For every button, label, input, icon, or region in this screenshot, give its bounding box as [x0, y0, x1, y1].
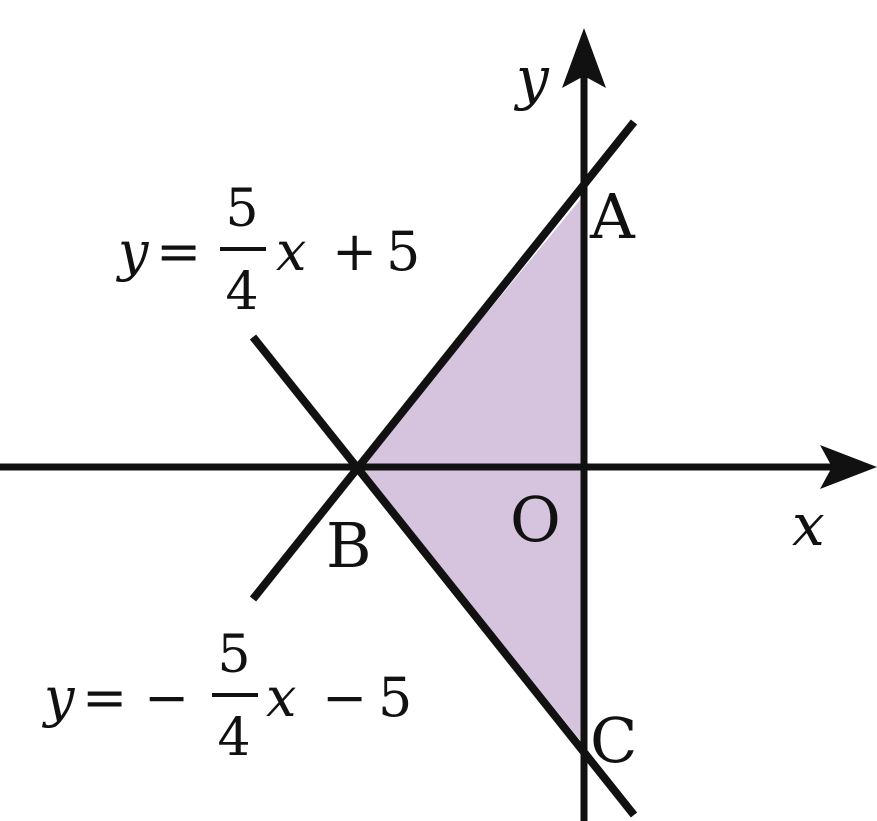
equation-upper-constant: 5 — [386, 220, 420, 283]
equation-lower-sign: − — [144, 666, 189, 729]
equation-upper-variable: x — [276, 220, 306, 283]
origin-label: O — [510, 483, 561, 556]
equation-lower-lhs: y — [42, 666, 76, 729]
x-axis-label: x — [792, 491, 825, 559]
equation-upper-operator: + — [332, 220, 377, 283]
equation-upper-equals: = — [156, 220, 201, 283]
equation-lower-operator: − — [322, 666, 367, 729]
equation-lower: y = − 5 4 x − 5 — [42, 625, 412, 768]
x-axis-arrowhead — [820, 445, 877, 489]
equation-upper-numerator: 5 — [225, 179, 258, 239]
equation-upper: y = 5 4 x + 5 — [116, 179, 420, 322]
y-axis-label: y — [513, 44, 550, 112]
equation-lower-constant: 5 — [378, 666, 412, 729]
equation-lower-equals: = — [82, 666, 127, 729]
point-b-label: B — [326, 509, 372, 582]
y-axis-arrowhead — [562, 28, 606, 88]
line-upper — [249, 119, 638, 602]
equation-upper-denominator: 4 — [225, 262, 258, 322]
equation-lower-numerator: 5 — [217, 625, 250, 685]
point-c-label: C — [590, 704, 637, 777]
equation-upper-lhs: y — [116, 220, 150, 283]
line-lower — [249, 334, 638, 818]
equation-lower-denominator: 4 — [217, 708, 250, 768]
equation-lower-variable: x — [266, 666, 296, 729]
point-a-label: A — [589, 180, 636, 253]
